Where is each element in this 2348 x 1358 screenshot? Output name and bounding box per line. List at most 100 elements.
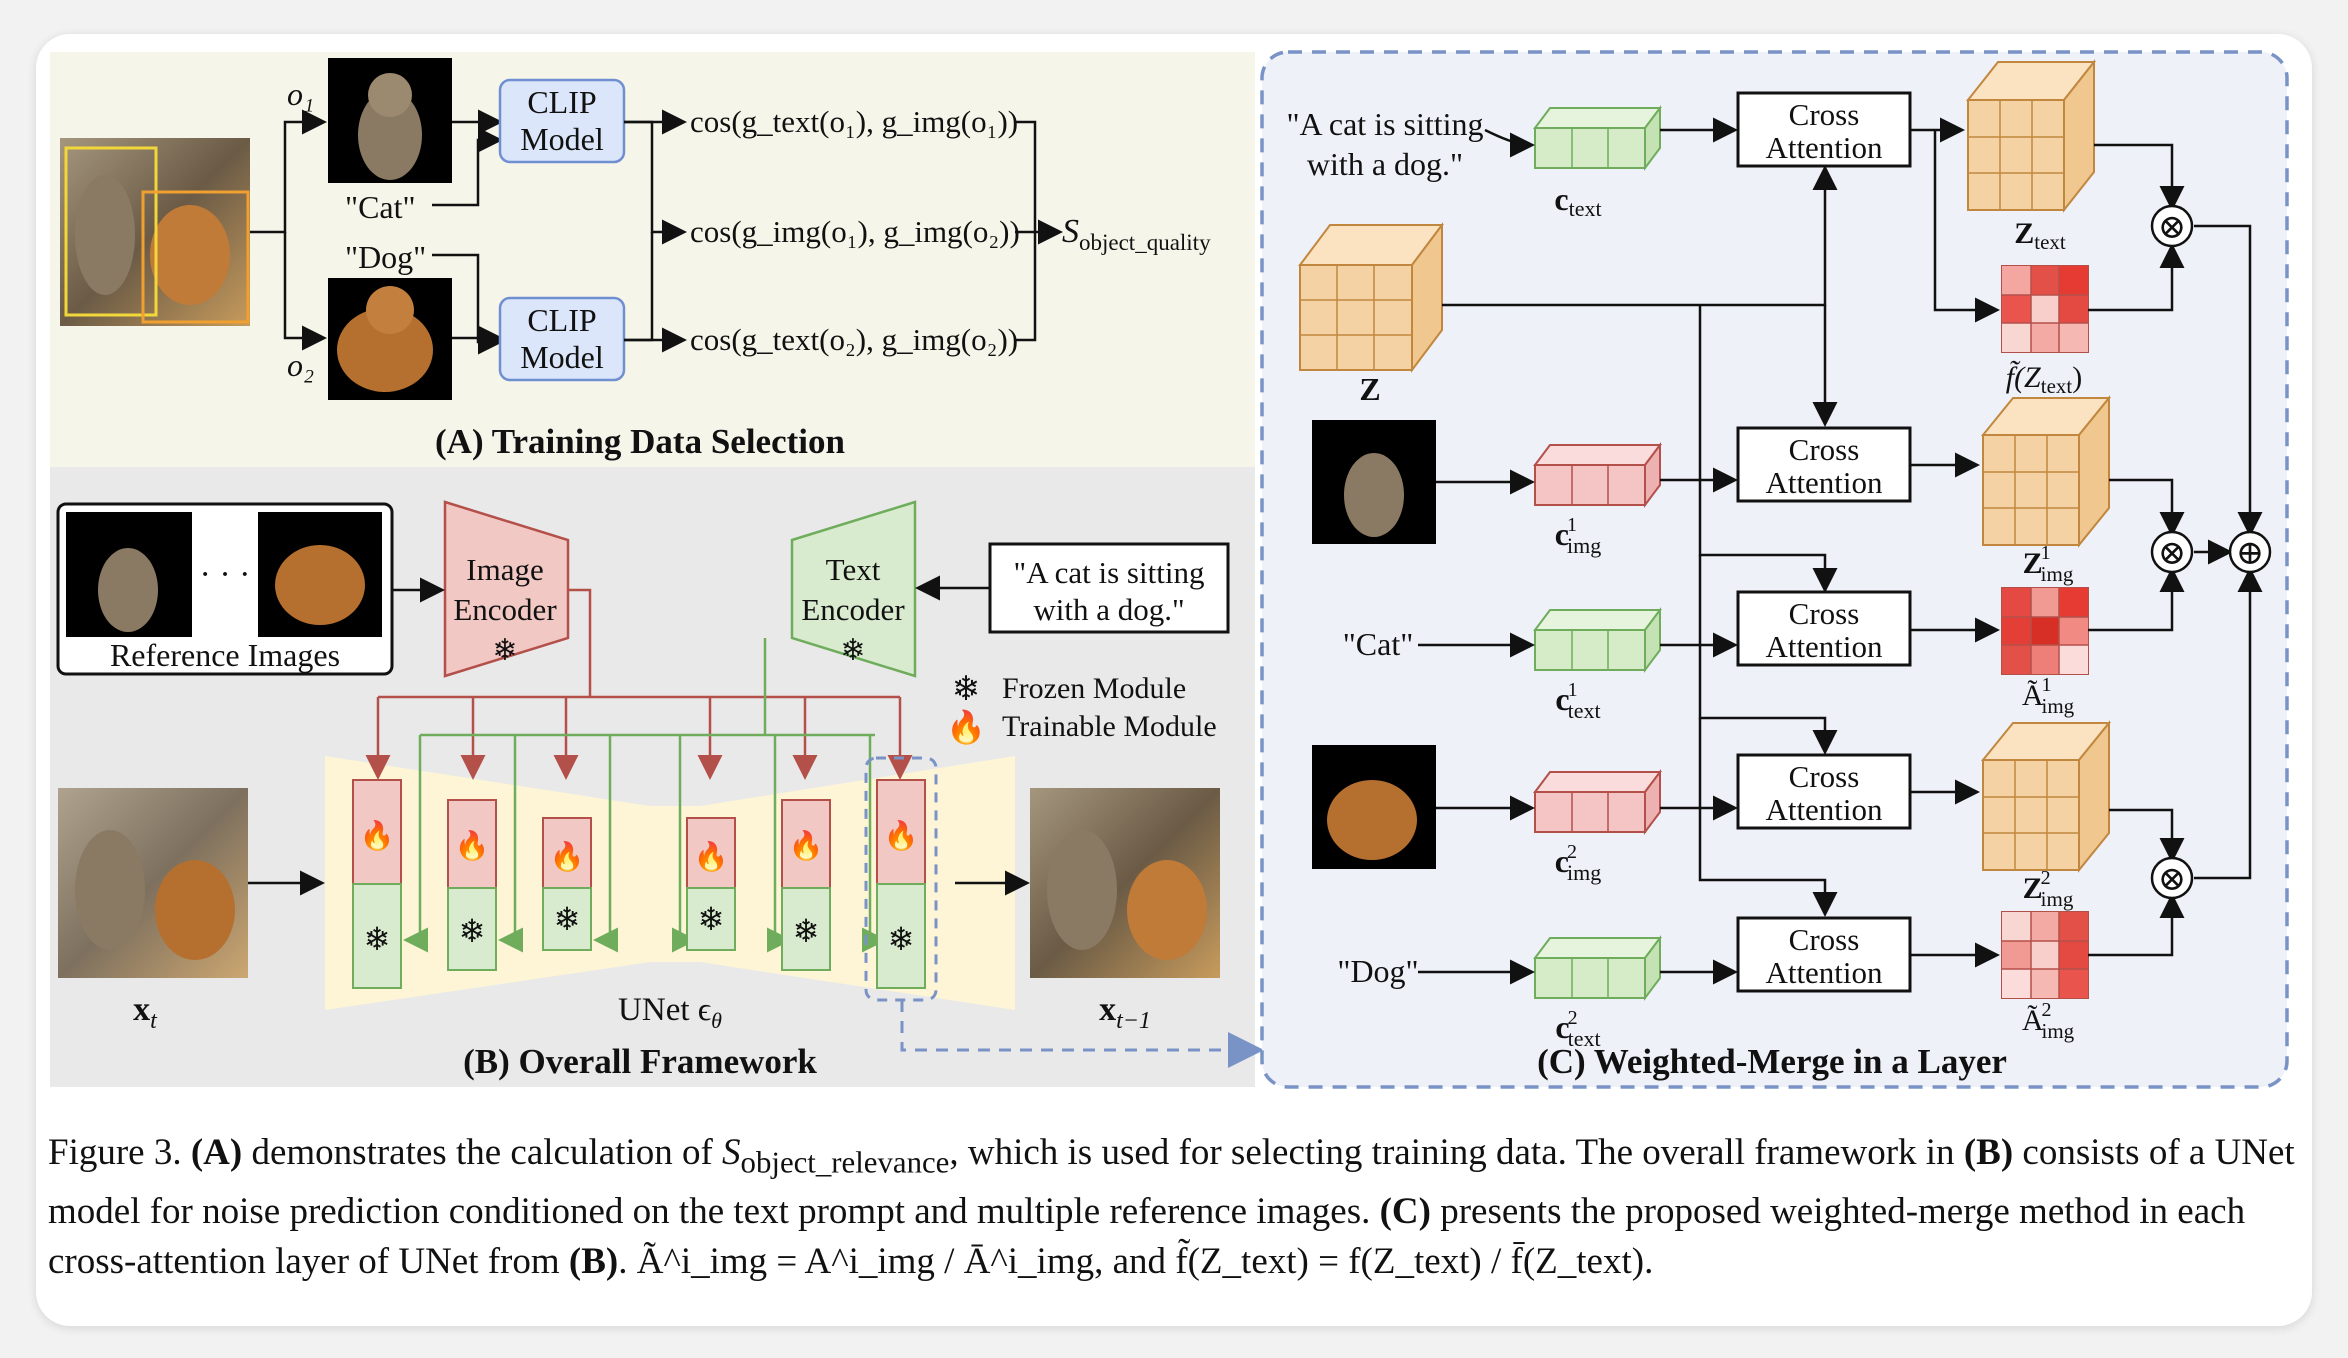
cross-attention-3: Cross Attention [1736,590,1912,667]
xt-minus-1-label: xt−1 [1099,991,1151,1034]
snowflake-icon: ❄ [793,913,820,949]
panel-c: "A cat is sitting with a dog." Z "Cat" "… [1260,50,2289,1089]
caption-seg2: , which is used for selecting training d… [949,1132,1964,1173]
a-tilde-1-heatmap [2001,587,2089,675]
c-text-label: ctext [1554,181,1601,221]
unet-label: UNet ϵθ [618,992,722,1033]
unet-shape [325,756,1015,1010]
legend-frozen: Frozen Module [1002,672,1186,705]
flame-icon: 🔥 [884,819,919,852]
o1-label: o₁ [287,76,314,112]
otimes-1: ⊗ [2150,204,2194,248]
caption-formula: Ã^i_img = A^i_img / Ā^i_img, and f̃(Z_te… [636,1241,1654,1283]
snowflake-icon: ❄ [364,921,391,957]
dog-label: "Dog" [345,239,426,275]
cross-attention-5: Cross Attention [1736,916,1912,993]
o2-label: o₂ [287,347,314,383]
svg-text:Attention: Attention [1765,792,1883,827]
combined-photo [60,138,250,326]
caption-seg1: demonstrates the calculation of [242,1132,723,1173]
flame-icon: 🔥 [550,840,585,873]
cos-img-img: cos(g_img(o₁), g_img(o₂)) [690,214,1020,249]
caption-part-c: (C) [1379,1191,1431,1233]
f-tilde-heatmap [2001,265,2089,353]
panel-a: o₁ o₂ "Cat" "Dog" CLIP Model CLIP Model … [50,52,1255,467]
snowflake-icon: ❄ [459,913,486,949]
panel-c-title: (C) Weighted-Merge in a Layer [1537,1042,2007,1081]
otimes-2: ⊗ [2150,530,2194,574]
c-text-1-cube [1533,607,1662,673]
unet-block-2: 🔥❄ [447,799,497,971]
f-tilde-label: f̃(Ztext) [2006,361,2083,398]
svg-text:Encoder: Encoder [801,592,905,627]
reference-images-box: · · · Reference Images [56,502,394,676]
svg-text:Text: Text [826,552,881,587]
svg-text:Cross: Cross [1789,596,1860,631]
dog-crop-photo [328,278,452,400]
oplus: ⊕ [2228,530,2272,574]
snowflake-icon: ❄ [698,901,725,937]
z-label: Z [1359,371,1380,407]
svg-text:Model: Model [520,339,604,375]
snowflake-icon: ❄ [888,921,915,957]
c-dog-photo [1312,745,1436,869]
c-prompt-line-1: "A cat is sitting [1286,106,1483,142]
clip-model-bottom: CLIP Model [498,296,626,382]
svg-text:⊗: ⊗ [2158,535,2187,572]
svg-text:Cross: Cross [1789,97,1860,132]
flame-icon: 🔥 [694,840,729,873]
caption-seg3: consists of a UNet model for noise predi… [48,1132,2295,1233]
cross-attention-1: Cross Attention [1736,91,1912,168]
figure-diagram: o₁ o₂ "Cat" "Dog" CLIP Model CLIP Model … [50,50,2289,1089]
panel-a-title: (A) Training Data Selection [435,422,845,461]
figure-caption: Figure 3. (A) demonstrates the calculati… [48,1128,2298,1287]
unet-block-5: 🔥❄ [781,799,831,971]
svg-text:"A cat is sitting: "A cat is sitting [1014,555,1205,590]
svg-text:Attention: Attention [1765,465,1883,500]
svg-text:Image: Image [466,552,543,587]
svg-text:⊗: ⊗ [2158,209,2187,246]
svg-text:Cross: Cross [1789,759,1860,794]
flame-icon: 🔥 [455,829,490,862]
dog-bounding-box [141,190,250,324]
caption-figure-label: Figure 3. [48,1132,182,1173]
prompt-box: "A cat is sitting with a dog." [988,542,1230,634]
s-object-quality: Sobject_quality [1062,213,1211,255]
caption-s-symbol: S [722,1132,741,1173]
c-dog-label: "Dog" [1337,953,1418,989]
frozen-snowflake-icon: ❄ [840,634,865,667]
svg-text:Cross: Cross [1789,922,1860,957]
unet-block-6: 🔥❄ [876,779,926,989]
svg-text:Attention: Attention [1765,955,1883,990]
conditioning-lines [365,588,913,953]
cos-text-img-o1: cos(g_text(o₁), g_img(o₁)) [690,104,1018,139]
cat-crop-photo [328,58,452,183]
caption-part-b2: (B) [568,1241,619,1283]
svg-text:Attention: Attention [1765,629,1883,664]
cat-label: "Cat" [345,189,416,225]
unet-blocks: 🔥❄ 🔥❄ 🔥❄ 🔥❄ 🔥❄ 🔥❄ [352,756,938,1002]
caption-seg5: . [618,1241,637,1283]
unet-block-1: 🔥❄ [352,779,402,989]
svg-text:Cross: Cross [1789,432,1860,467]
flame-icon: 🔥 [789,829,824,862]
cross-attention-4: Cross Attention [1736,753,1912,830]
caption-part-b: (B) [1963,1132,2014,1173]
cat-bounding-box [64,146,158,317]
ellipsis: · · · [200,556,251,593]
c-cat-label: "Cat" [1343,626,1414,662]
a-tilde-2-heatmap [2001,911,2089,999]
otimes-3: ⊗ [2150,856,2194,900]
unet-block-3: 🔥❄ [542,817,592,951]
svg-text:with a dog.": with a dog." [1033,592,1184,627]
svg-text:Model: Model [520,121,604,157]
z-text-cube [1965,59,2097,213]
c-img-2-cube [1533,769,1662,835]
noisy-input-image [58,788,248,978]
svg-text:⊗: ⊗ [2158,861,2187,898]
